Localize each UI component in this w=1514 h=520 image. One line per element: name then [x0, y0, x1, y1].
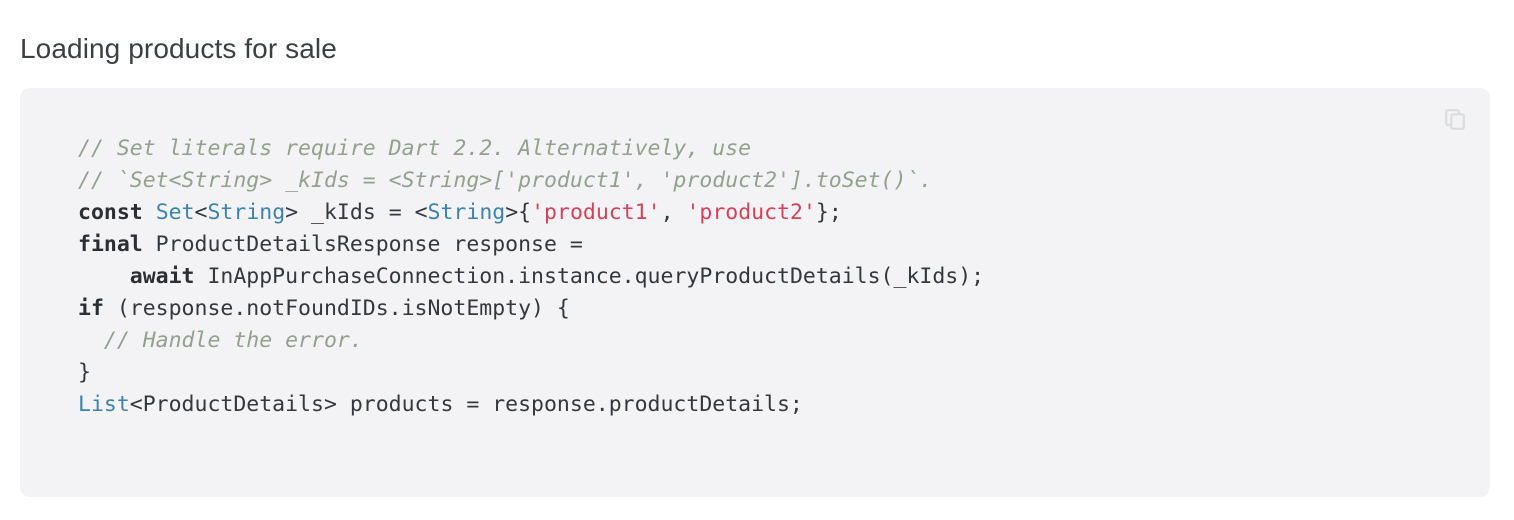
code-token-string: 'product2'	[686, 200, 816, 225]
code-token-plain: };	[815, 200, 842, 225]
code-token-plain: <ProductDetails> products = response.pro…	[129, 392, 803, 417]
code-token-plain: >{	[505, 200, 532, 225]
code-token-plain: }	[78, 360, 91, 385]
code-token-type: List	[78, 392, 130, 417]
code-token-plain	[78, 264, 130, 289]
copy-code-button[interactable]	[1442, 106, 1468, 132]
code-token-string: 'product1'	[531, 200, 661, 225]
code-token-plain: ProductDetailsResponse response =	[142, 232, 583, 257]
code-token-comment: // Set literals require Dart 2.2. Altern…	[78, 136, 752, 161]
code-token-comment: // `Set<String> _kIds = <String>['produc…	[78, 168, 933, 193]
code-token-plain	[143, 200, 156, 225]
code-token-keyword: final	[78, 232, 143, 257]
code-token-comment: // Handle the error.	[103, 328, 363, 353]
code-token-type: String	[207, 200, 286, 225]
code-content[interactable]: // Set literals require Dart 2.2. Altern…	[78, 133, 984, 421]
code-token-keyword: if	[78, 296, 104, 321]
code-token-plain: > _kIds = <	[285, 200, 428, 225]
code-token-plain: <	[194, 200, 208, 225]
code-token-plain: ,	[660, 200, 687, 225]
page-title: Loading products for sale	[20, 32, 337, 64]
code-token-keyword: await	[129, 264, 195, 289]
code-token-type: String	[427, 200, 506, 225]
code-sample-card: // Set literals require Dart 2.2. Altern…	[20, 88, 1490, 497]
code-token-plain: (response.notFoundIDs.isNotEmpty) {	[103, 296, 570, 321]
code-token-plain: InAppPurchaseConnection.instance.queryPr…	[194, 264, 985, 289]
copy-icon	[1444, 108, 1466, 130]
code-token-plain	[78, 328, 104, 353]
code-token-keyword: const	[78, 200, 143, 225]
code-token-type: Set	[155, 200, 195, 225]
